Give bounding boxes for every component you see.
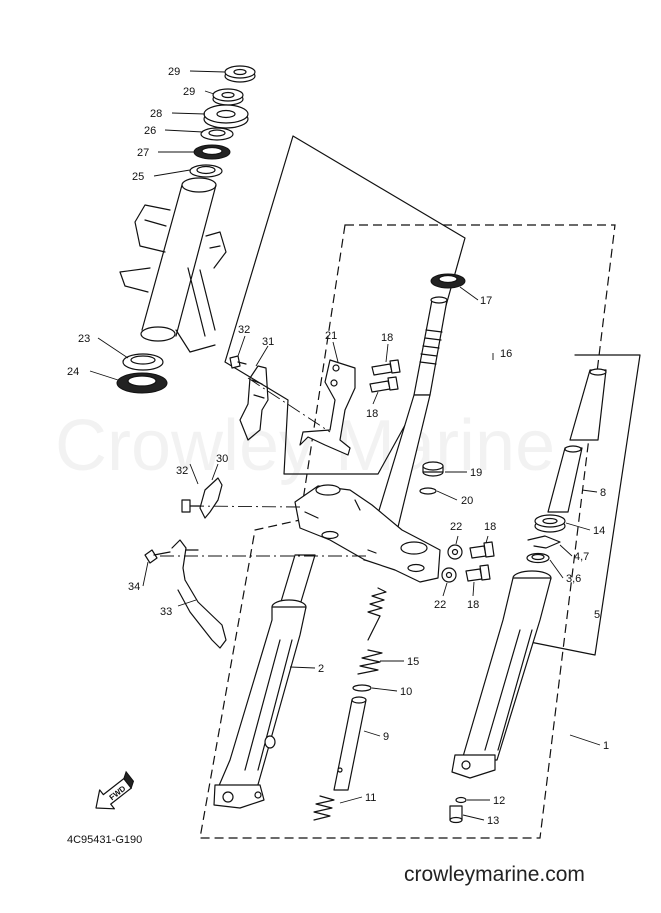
bolt-18-upper	[371, 359, 401, 376]
outer-tube-2	[213, 599, 307, 809]
callout-23: 23	[78, 333, 90, 345]
diagram-code: 4C95431-G190	[67, 834, 142, 846]
callout-16: 16	[500, 348, 512, 360]
leader-lines	[89, 70, 601, 821]
callout-30: 30	[216, 453, 228, 465]
spring-15-lower	[357, 649, 383, 675]
fwd-arrow-icon: FWD	[95, 770, 135, 810]
locknut-29-lower	[212, 88, 244, 106]
bearing-24	[116, 372, 168, 394]
callout-10: 10	[400, 686, 412, 698]
washer-22-upper	[447, 544, 463, 560]
cable-guide-31	[239, 365, 269, 441]
fork-spring-8	[547, 368, 607, 513]
washer-12	[455, 796, 467, 804]
bolt-34	[144, 549, 171, 564]
bracket-30	[199, 477, 223, 519]
callout-31: 31	[262, 336, 274, 348]
callout-25: 25	[132, 171, 144, 183]
callout-32: 32	[238, 324, 250, 336]
callout-29: 29	[183, 86, 195, 98]
callout-27: 27	[137, 147, 149, 159]
callout-22: 22	[450, 521, 462, 533]
oil-seal-14	[534, 514, 566, 533]
oil-seal-23	[122, 353, 164, 371]
outer-tube-5	[451, 570, 552, 779]
head-pipe	[119, 177, 227, 353]
bolt-18-middle	[369, 376, 399, 393]
callout-33: 33	[160, 606, 172, 618]
callout-5: 5	[594, 609, 600, 621]
bearing-cover-28	[203, 104, 249, 129]
callout-17: 17	[480, 295, 492, 307]
callout-2: 2	[318, 663, 324, 675]
site-url[interactable]: crowleymarine.com	[404, 863, 585, 886]
cable-guide-33	[171, 539, 227, 649]
callout-19: 19	[470, 467, 482, 479]
bolt-32-upper	[229, 355, 247, 369]
callout-4-7: 4,7	[574, 551, 589, 563]
ball-race-25	[189, 164, 223, 178]
callout-29: 29	[168, 66, 180, 78]
callout-18: 18	[366, 408, 378, 420]
axis-line-bracket	[247, 377, 331, 433]
washer-22-lower	[441, 567, 457, 583]
callout-24: 24	[67, 366, 79, 378]
o-ring-20	[419, 487, 437, 495]
inner-tube-left	[279, 554, 316, 606]
bolt-18-right-upper	[469, 541, 495, 559]
locknut-29-upper	[224, 65, 256, 83]
dust-seal-17	[430, 273, 466, 289]
clip-4-7	[527, 535, 561, 549]
callout-18: 18	[381, 332, 393, 344]
callout-1: 1	[603, 740, 609, 752]
callout-26: 26	[144, 125, 156, 137]
ring-10	[352, 684, 372, 692]
race-26	[200, 127, 234, 141]
axis-line-left	[160, 505, 370, 557]
cap-bolt-19	[422, 461, 444, 477]
spring-11	[313, 795, 335, 821]
damper-rod-9	[333, 696, 367, 791]
callout-32: 32	[176, 465, 188, 477]
callout-22: 22	[434, 599, 446, 611]
callout-12: 12	[493, 795, 505, 807]
callout-18: 18	[467, 599, 479, 611]
spring-15-upper	[367, 587, 387, 641]
right-fork-bracket-line	[519, 354, 641, 656]
callout-18: 18	[484, 521, 496, 533]
bolt-13	[449, 805, 463, 824]
steering-assembly-outline	[224, 135, 466, 475]
callout-8: 8	[600, 487, 606, 499]
callout-21: 21	[325, 330, 337, 342]
under-bracket	[294, 484, 441, 583]
callout-13: 13	[487, 815, 499, 827]
callout-11: 11	[365, 792, 376, 804]
callout-15: 15	[407, 656, 419, 668]
callout-20: 20	[461, 495, 473, 507]
bolt-18-right-lower	[465, 564, 491, 582]
callout-3-6: 3,6	[566, 573, 581, 585]
callout-14: 14	[593, 525, 605, 537]
callout-9: 9	[383, 731, 389, 743]
callout-28: 28	[150, 108, 162, 120]
watermark: Crowley Marine	[55, 406, 555, 486]
washer-3-6	[526, 552, 550, 564]
ball-race-27	[193, 144, 231, 160]
stay-21	[299, 359, 356, 456]
callout-34: 34	[128, 581, 140, 593]
